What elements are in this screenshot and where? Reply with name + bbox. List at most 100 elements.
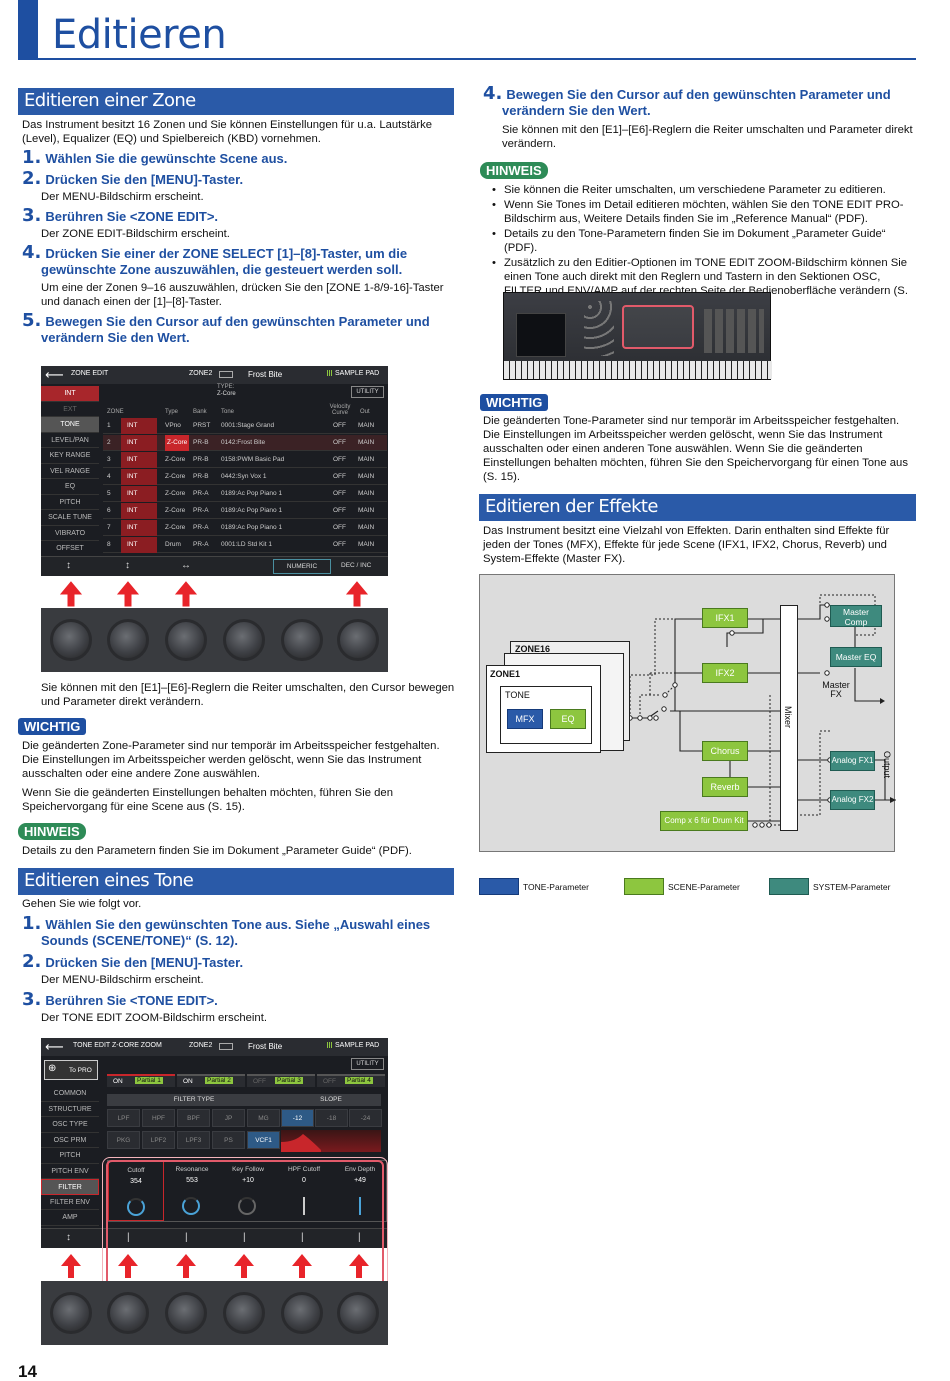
zone-step-5: 5.Bewegen Sie den Cursor auf den gewünsc… — [22, 310, 430, 346]
bottom-updown-icon: ↕ — [125, 560, 130, 571]
encoder-e5[interactable] — [281, 619, 323, 661]
synth-display — [516, 313, 566, 357]
partial-on-toggle[interactable]: OFF — [253, 1078, 266, 1085]
legend-swatch-tone — [479, 878, 519, 895]
filter-type-option[interactable]: MG — [247, 1109, 280, 1127]
filter-type-option[interactable]: JP — [212, 1109, 245, 1127]
slope-option[interactable]: -24 — [349, 1109, 382, 1127]
back-arrow-icon[interactable]: ⟵ — [45, 367, 64, 382]
int-toggle[interactable]: INT — [41, 386, 99, 402]
side-tab-amp[interactable]: AMP — [41, 1210, 99, 1226]
side-tab-osc-type[interactable]: OSC TYPE — [41, 1117, 99, 1133]
tone-screen-title: TONE EDIT Z-CORE ZOOM — [73, 1042, 162, 1049]
encoder-e1[interactable] — [50, 1292, 92, 1334]
partial-name: Partial 2 — [205, 1077, 233, 1084]
filter-type-header: FILTER TYPE — [107, 1094, 281, 1106]
keyboard-icon — [219, 371, 233, 378]
int-ext-cell: INT — [121, 435, 157, 451]
utility-button[interactable]: UTILITY — [351, 1058, 384, 1070]
tone-screen-sample-pad[interactable]: SAMPLE PAD — [335, 1042, 380, 1049]
slope-option[interactable]: -12 — [281, 1109, 314, 1127]
filter-param-3[interactable]: Key Follow+10 — [220, 1161, 276, 1221]
zone-step-3: 3.Berühren Sie <ZONE EDIT>. — [22, 205, 219, 226]
slope-option[interactable]: -18 — [315, 1109, 348, 1127]
filter-type-option[interactable]: BPF — [177, 1109, 210, 1127]
tone-name-cell: 0189:Ac Pop Piano 1 — [221, 490, 283, 497]
utility-button[interactable]: UTILITY — [351, 386, 384, 398]
velocity-curve-cell: OFF — [333, 422, 346, 429]
side-tab-pitch[interactable]: PITCH — [41, 495, 99, 510]
param-label: Key Follow — [232, 1166, 264, 1173]
encoder-e5[interactable] — [281, 1292, 323, 1334]
zone-screen-sample-pad[interactable]: SAMPLE PAD — [335, 370, 380, 377]
zone-number: 2 — [107, 439, 111, 446]
filter-type-option[interactable]: LPF — [107, 1109, 140, 1127]
type-cell: Z-Core — [165, 456, 186, 463]
side-tab-structure[interactable]: STRUCTURE — [41, 1102, 99, 1117]
encoder-e4[interactable] — [223, 1292, 265, 1334]
wichtig-badge: WICHTIG — [18, 718, 87, 735]
side-tab-osc-prm[interactable]: OSC PRM — [41, 1133, 99, 1148]
encoder-e3[interactable] — [165, 619, 207, 661]
encoder-e6[interactable] — [337, 619, 379, 661]
filter-type-option[interactable]: LPF2 — [142, 1131, 175, 1149]
side-tab-scale-tune[interactable]: SCALE TUNE — [41, 510, 99, 526]
param-value: 0 — [302, 1177, 306, 1184]
param-value: 354 — [130, 1178, 142, 1185]
side-tab-vel-range[interactable]: VEL RANGE — [41, 464, 99, 479]
filter-type-option[interactable]: HPF — [142, 1109, 175, 1127]
arrow-up-icon — [345, 581, 369, 607]
partial-on-toggle[interactable]: OFF — [323, 1078, 336, 1085]
arrow-up-icon — [61, 1254, 81, 1278]
to-pro-button[interactable]: ⊕ To PRO — [44, 1060, 98, 1080]
side-tab-tone[interactable]: TONE — [41, 417, 99, 433]
side-tab-eq[interactable]: EQ — [41, 479, 99, 495]
filter-type-option[interactable]: LPF3 — [177, 1131, 210, 1149]
encoder-e2[interactable] — [107, 619, 149, 661]
side-tab-filter-env[interactable]: FILTER ENV — [41, 1195, 99, 1210]
filter-param-5[interactable]: Env Depth+49 — [332, 1161, 388, 1221]
encoder-e3[interactable] — [165, 1292, 207, 1334]
side-tab-level-pan[interactable]: LEVEL/PAN — [41, 433, 99, 448]
side-tab-vibrato[interactable]: VIBRATO — [41, 526, 99, 541]
back-arrow-icon[interactable]: ⟵ — [45, 1039, 64, 1054]
side-tab-common[interactable]: COMMON — [41, 1086, 99, 1102]
side-tab-filter[interactable]: FILTER — [41, 1179, 99, 1195]
side-tab-key-range[interactable]: KEY RANGE — [41, 448, 99, 464]
tone-name-cell: 0189:Ac Pop Piano 1 — [221, 507, 283, 514]
partial-tab-2[interactable]: ON Partial 2 — [177, 1074, 245, 1087]
encoder-e4[interactable] — [223, 619, 265, 661]
partial-on-toggle[interactable]: ON — [183, 1078, 193, 1085]
encoder-e1[interactable] — [50, 619, 92, 661]
numeric-button[interactable]: NUMERIC — [273, 559, 331, 574]
zone-step-4-sub: Um eine der Zonen 9–16 auszuwählen, drüc… — [41, 282, 444, 308]
tone-screen-zone: ZONE2 — [189, 1042, 213, 1049]
filter-type-option[interactable]: PS — [212, 1131, 245, 1149]
knob-indicator-icon — [182, 1197, 200, 1215]
side-tab-pitch-env[interactable]: PITCH ENV — [41, 1164, 99, 1179]
dec-inc-label: DEC / INC — [341, 562, 372, 569]
filter-type-option[interactable]: VCF1 — [247, 1131, 280, 1149]
side-tab-offset[interactable]: OFFSET — [41, 541, 99, 557]
side-tab-pitch[interactable]: PITCH — [41, 1148, 99, 1164]
tone-step-2: 2.Drücken Sie den [MENU]-Taster. — [22, 951, 244, 972]
ext-toggle[interactable]: EXT — [41, 402, 99, 417]
encoder-e6[interactable] — [337, 1292, 379, 1334]
encoder-e2[interactable] — [107, 1292, 149, 1334]
filter-type-option[interactable]: PKG — [107, 1131, 140, 1149]
partial-on-toggle[interactable]: ON — [113, 1078, 123, 1085]
bottom-updown-icon: ↕ — [66, 1232, 71, 1243]
